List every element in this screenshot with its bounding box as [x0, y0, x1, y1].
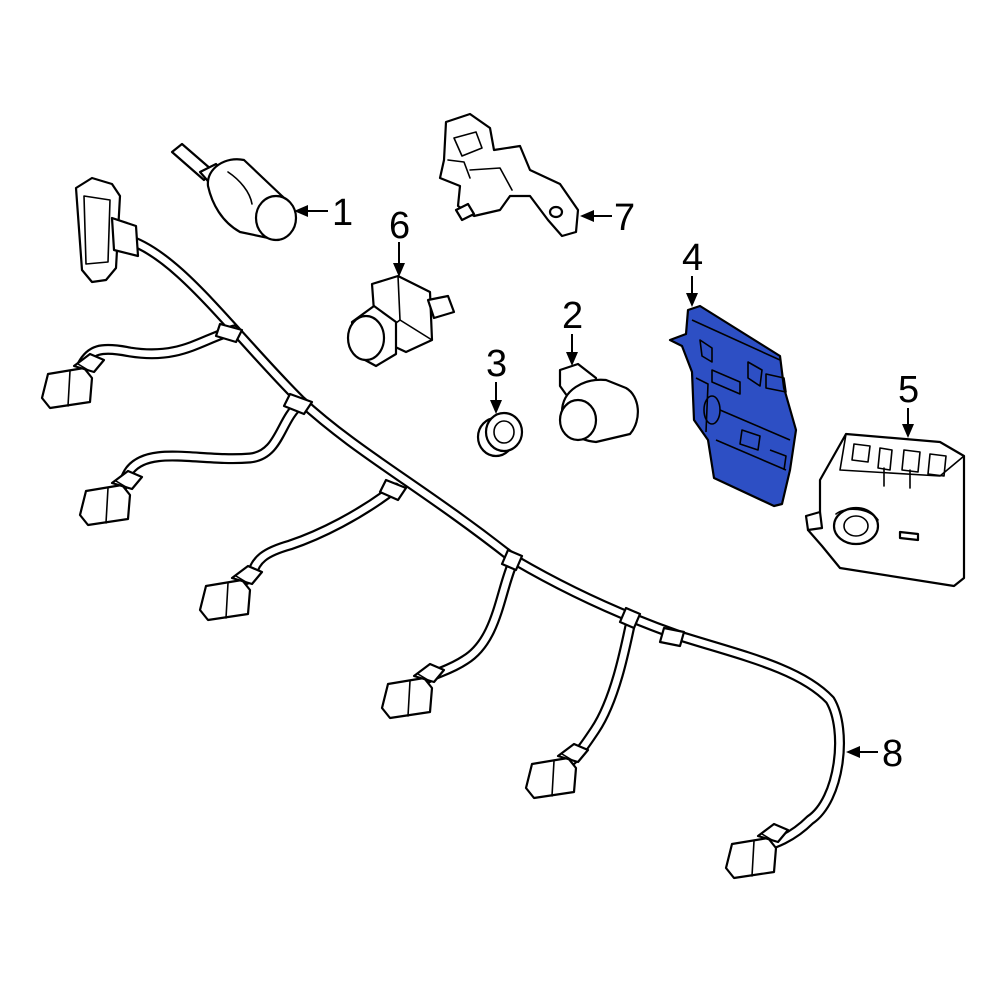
part-7-bracket: [438, 112, 580, 238]
part-1-sensor: [170, 142, 298, 242]
part-2-sensor: [558, 362, 639, 444]
part-3-grommet: [476, 411, 524, 458]
callout-5: 5: [898, 369, 919, 438]
callout-4: 4: [682, 237, 703, 307]
wiring-harness: [40, 176, 845, 880]
callout-8: 8: [846, 733, 903, 775]
callout-6: 6: [389, 205, 410, 277]
callout-5-label: 5: [898, 369, 919, 411]
callout-6-label: 6: [389, 205, 410, 247]
callout-3-label: 3: [486, 343, 507, 385]
callout-7: 7: [580, 197, 635, 239]
callout-7-label: 7: [614, 197, 635, 239]
callout-3: 3: [486, 343, 507, 414]
part-4-bracket-highlighted: [668, 304, 798, 508]
callout-4-label: 4: [682, 237, 703, 279]
callout-2-label: 2: [562, 295, 583, 337]
callout-1: 1: [294, 192, 353, 234]
part-6-sensor: [346, 274, 456, 368]
callout-8-label: 8: [882, 733, 903, 775]
callout-2: 2: [562, 295, 583, 366]
part-5-module: [804, 432, 966, 588]
callout-1-label: 1: [332, 192, 353, 234]
